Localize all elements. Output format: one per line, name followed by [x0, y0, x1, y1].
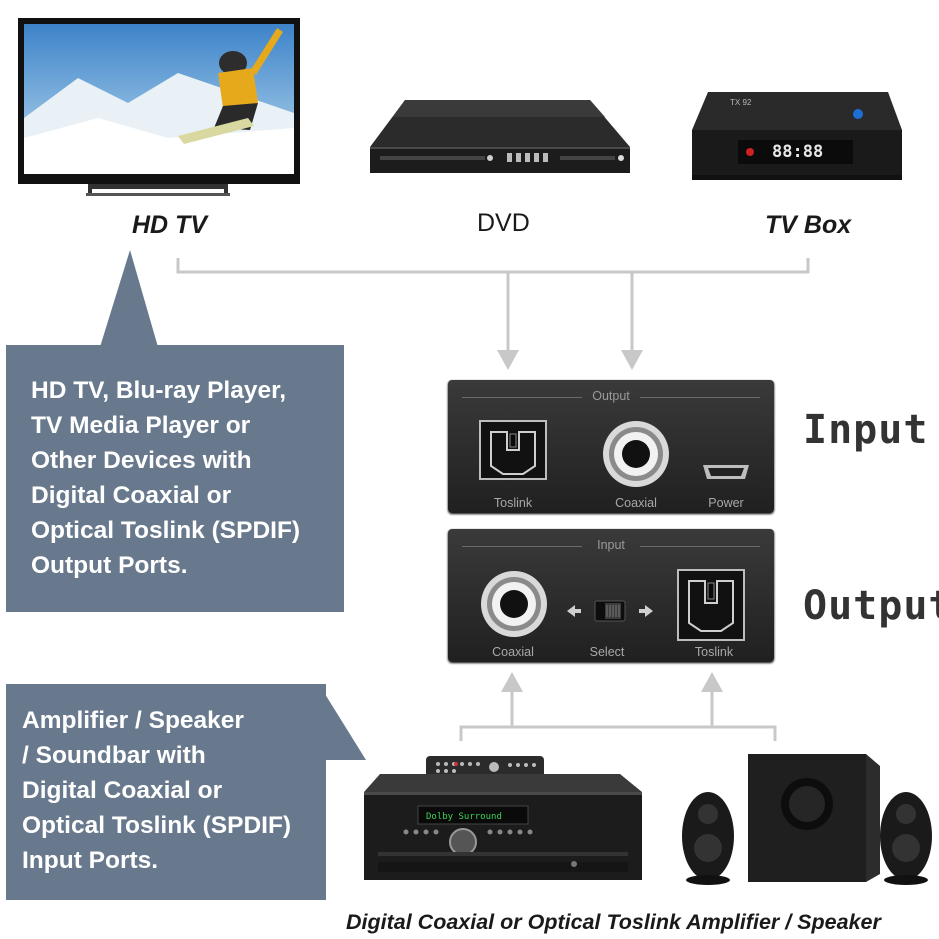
port-label: Toslink	[694, 645, 734, 659]
select-switch[interactable]	[565, 599, 655, 623]
source-callout-line: Output Ports.	[31, 552, 188, 579]
panel-section-title: Output	[592, 389, 630, 403]
source-devices-callout: HD TV, Blu-ray Player, TV Media Player o…	[6, 345, 344, 612]
bottom-caption: Digital Coaxial or Optical Toslink Ampli…	[346, 910, 881, 934]
hdtv-label: HD TV	[132, 211, 207, 239]
tv-box-image: 88:88 TX 92	[690, 90, 905, 185]
port-label: Coaxial	[615, 496, 657, 510]
tv-box-label: TV Box	[765, 211, 852, 239]
amplifier-image: Dolby Surround	[358, 752, 648, 887]
port-label: Select	[589, 645, 625, 659]
source-callout-line: HD TV, Blu-ray Player,	[31, 377, 287, 404]
sink-callout-line: Amplifier / Speaker	[22, 707, 244, 734]
speaker-system-image	[680, 752, 935, 887]
coaxial-port-icon	[479, 569, 549, 639]
tv-box-display: 88:88	[772, 142, 824, 162]
port-label: Power	[708, 496, 744, 510]
dvd-player-image	[365, 95, 635, 180]
power-port-icon	[701, 463, 751, 481]
sink-callout-line: Input Ports.	[22, 847, 159, 874]
port-label: Coaxial	[492, 645, 534, 659]
sink-callout-line: Optical Toslink (SPDIF)	[22, 812, 292, 839]
sink-callout-line: Digital Coaxial or	[22, 777, 223, 804]
sink-callout-line: / Soundbar with	[22, 742, 206, 769]
converter-output-side-panel: Input Coaxial Select To	[448, 529, 774, 662]
tv-box-brand: TX 92	[730, 98, 752, 107]
coaxial-port-icon	[601, 419, 671, 489]
sink-devices-callout: Amplifier / Speaker / Soundbar with Digi…	[6, 684, 326, 900]
hdtv-image	[18, 18, 300, 198]
toslink-port-icon	[479, 420, 547, 480]
input-side-heading: Input	[803, 407, 929, 453]
source-callout-line: TV Media Player or	[31, 412, 251, 439]
source-callout-line: Digital Coaxial or	[31, 482, 232, 509]
panel-section-title: Input	[597, 538, 625, 552]
output-side-heading: Output	[803, 583, 939, 629]
source-callout-line: Optical Toslink (SPDIF)	[31, 517, 301, 544]
dvd-label: DVD	[477, 209, 530, 237]
source-callout-line: Other Devices with	[31, 447, 252, 474]
svg-text:Dolby Surround: Dolby Surround	[426, 812, 502, 822]
toslink-port-icon	[677, 569, 745, 641]
converter-input-side-panel: Output Toslink Coaxial Power	[448, 380, 774, 513]
port-label: Toslink	[493, 496, 533, 510]
